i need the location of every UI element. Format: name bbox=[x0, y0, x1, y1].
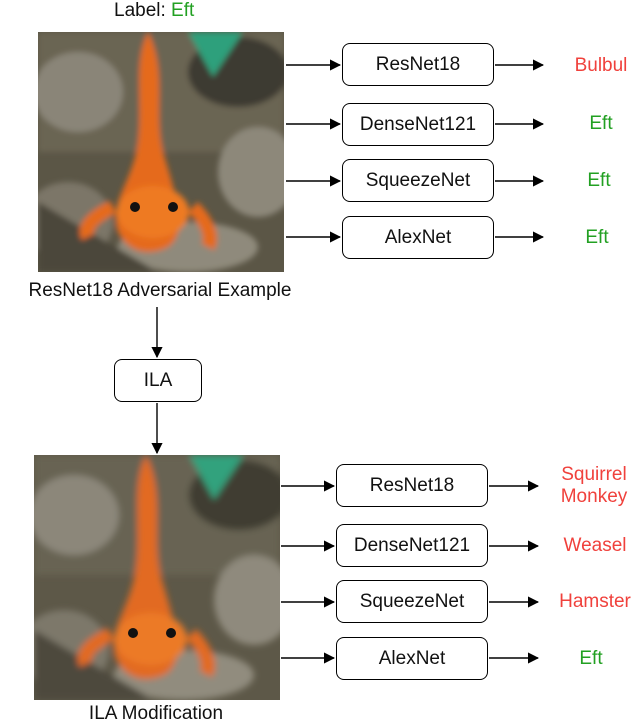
top-model-alexnet: AlexNet bbox=[342, 216, 494, 259]
adversarial-example-image bbox=[38, 32, 284, 272]
bottom-prediction-alexnet: Eft bbox=[579, 648, 603, 669]
bottom-model-alexnet: AlexNet bbox=[336, 637, 488, 680]
top-prediction-squeezenet: Eft bbox=[587, 170, 611, 191]
bottom-prediction-resnet18: Squirrel Monkey bbox=[560, 464, 628, 507]
bottom-prediction-squeezenet: Hamster bbox=[559, 591, 631, 612]
ila-modification-image bbox=[34, 455, 280, 700]
label-value: Eft bbox=[171, 0, 195, 21]
label-prefix: Label: bbox=[114, 0, 172, 21]
top-model-densenet121: DenseNet121 bbox=[342, 103, 494, 146]
top-prediction-densenet121: Eft bbox=[589, 113, 613, 134]
bottom-model-densenet121: DenseNet121 bbox=[336, 524, 488, 567]
top-model-resnet18: ResNet18 bbox=[342, 43, 494, 86]
bottom-model-resnet18: ResNet18 bbox=[336, 464, 488, 507]
bottom-prediction-densenet121: Weasel bbox=[563, 535, 627, 556]
top-prediction-resnet18: Bulbul bbox=[574, 55, 628, 76]
ila-modification-caption: ILA Modification bbox=[88, 703, 224, 724]
adversarial-caption: ResNet18 Adversarial Example bbox=[28, 280, 292, 301]
bottom-model-squeezenet: SqueezeNet bbox=[336, 580, 488, 623]
top-model-squeezenet: SqueezeNet bbox=[342, 159, 494, 202]
top-label: Label: Eft bbox=[114, 0, 194, 22]
ila-step-box: ILA bbox=[114, 359, 202, 402]
top-prediction-alexnet: Eft bbox=[585, 227, 609, 248]
